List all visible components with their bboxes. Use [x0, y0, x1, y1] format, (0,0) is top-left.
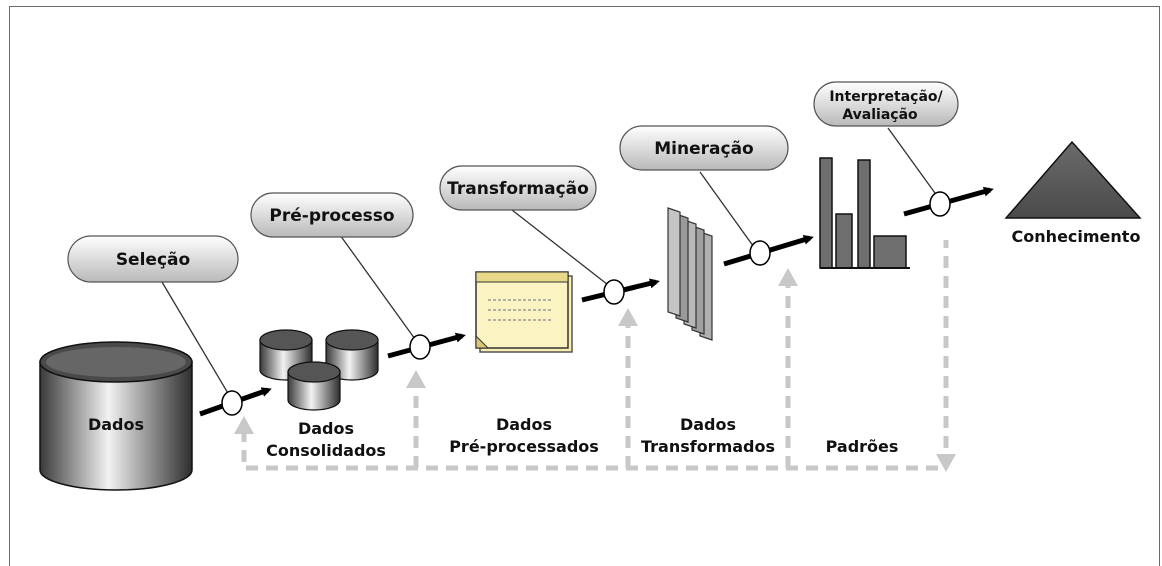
pill-preprocesso: Pré-processo [250, 192, 414, 238]
consolidados-label-2: Consolidados [266, 441, 386, 460]
feedback-arrowhead-5 [936, 454, 956, 472]
preprocessados-label-2: Pré-processados [449, 437, 599, 456]
transformados-label-2: Transformados [641, 437, 775, 456]
knowledge-triangle [1004, 140, 1142, 219]
pill-preprocesso-label: Pré-processo [269, 206, 394, 226]
feedback-arrowhead-3 [618, 308, 638, 326]
feedback-arrowhead-1 [234, 416, 254, 434]
kdd-process-diagram: Seleção Pré-processo Transformação Miner… [39, 81, 1142, 491]
feedback-arrowheads [234, 268, 956, 472]
dados-cylinder: Dados [39, 341, 193, 491]
transformed-sheets [667, 207, 713, 341]
stage-labels: Dados Consolidados Dados Pré-processados… [266, 227, 1140, 460]
feedback-loop [241, 240, 949, 471]
conhecimento-label: Conhecimento [1012, 227, 1141, 246]
leader-lines [161, 127, 941, 401]
consolidated-cylinders [259, 329, 379, 411]
consolidados-label-1: Dados [298, 419, 354, 438]
preprocessados-label-1: Dados [496, 415, 552, 434]
pill-mineracao-label: Mineração [654, 139, 753, 159]
pill-selecao: Seleção [67, 235, 239, 283]
small-cylinder-3 [287, 361, 341, 411]
patterns-bars [819, 157, 910, 269]
diagram-frame [9, 6, 1160, 566]
pill-interpretacao-label-2: Avaliação [842, 107, 918, 123]
arrow-rings [221, 191, 951, 416]
dados-label: Dados [88, 415, 144, 434]
pill-mineracao: Mineração [619, 125, 789, 171]
pill-transformacao-label: Transformação [447, 179, 589, 199]
feedback-arrowhead-2 [406, 370, 426, 388]
feedback-arrowhead-4 [778, 268, 798, 286]
pill-transformacao: Transformação [439, 165, 597, 211]
preprocessed-document [475, 271, 573, 353]
pill-interpretacao: Interpretação/ Avaliação [813, 81, 959, 127]
transformados-label-1: Dados [680, 415, 736, 434]
padroes-label: Padrões [826, 437, 899, 456]
pill-selecao-label: Seleção [116, 250, 190, 270]
pill-interpretacao-label-1: Interpretação/ [829, 89, 943, 105]
